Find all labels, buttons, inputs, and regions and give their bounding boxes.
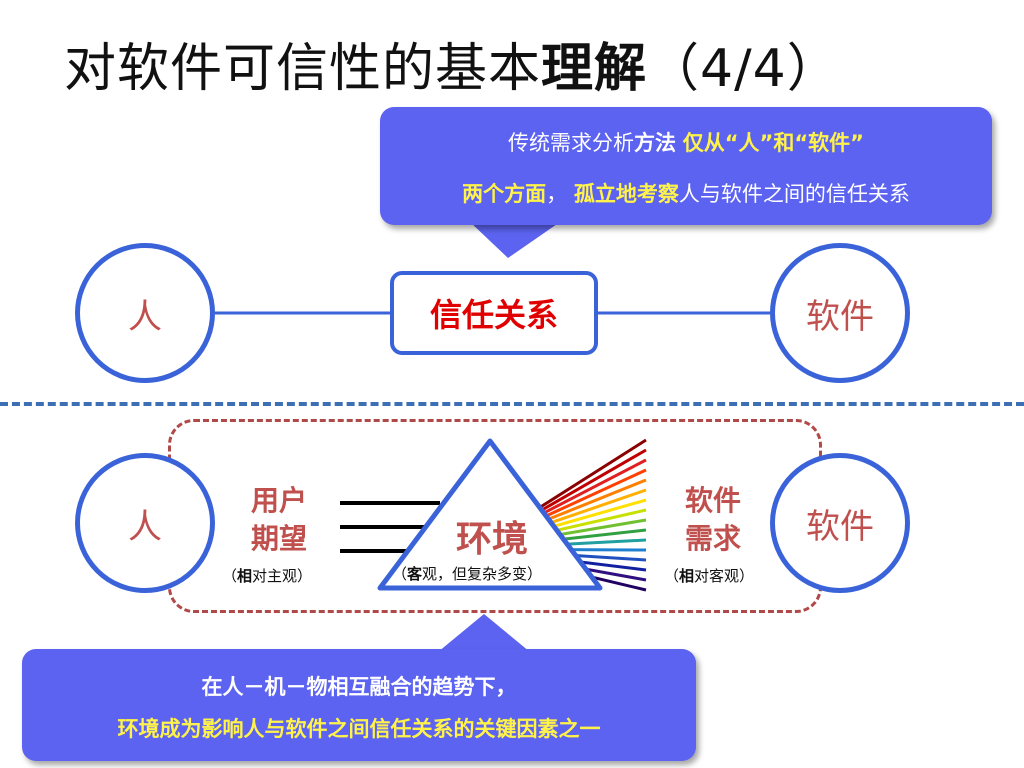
page-title: 对软件可信性的基本理解（4/4） xyxy=(64,26,840,101)
user-expectation-line2: 期望 xyxy=(250,522,307,555)
software-requirement-line1: 软件 xyxy=(684,484,741,517)
callout-top-two-aspects: 两个方面 xyxy=(462,182,547,206)
callout-bottom-key-factor: 间信任关系的关键因素之一 xyxy=(348,717,601,741)
soft-note-bold: 相 xyxy=(679,567,695,585)
callout-bottom-env: 环境成为影响 xyxy=(117,717,244,741)
soft-note-open: （ xyxy=(664,567,680,585)
software-label-top: 软件 xyxy=(806,296,874,337)
soft-note-rest: 对客观） xyxy=(694,567,755,585)
user-note-open: （ xyxy=(222,567,238,585)
user-note-rest: 对主观） xyxy=(252,567,313,585)
callout-bottom-line2: 环境成为影响人与软件之间信任关系的关键因素之一 xyxy=(22,713,696,743)
env-note-open: （ xyxy=(392,565,408,583)
callout-top-isolated: 孤立地考察 xyxy=(573,182,679,206)
user-expectation-line1: 用户 xyxy=(250,484,307,517)
software-circle-top: 软件 xyxy=(770,243,910,383)
callout-top-comma: ， xyxy=(546,182,568,206)
callout-bottom-tail xyxy=(438,614,530,652)
software-label-bottom: 软件 xyxy=(806,506,874,547)
section-divider xyxy=(0,402,1024,406)
user-note-bold: 相 xyxy=(237,567,253,585)
callout-top-text: 传统需求分析 xyxy=(508,131,635,155)
title-main: 对软件可信性的基本 xyxy=(64,39,542,99)
callout-top-method: 方法 xyxy=(634,131,677,155)
environment-label: 环境 xyxy=(455,519,528,560)
software-requirement-line2: 需求 xyxy=(684,522,741,555)
software-requirement-label: 软件 需求 xyxy=(672,482,754,558)
trust-relation-box: 信任关系 xyxy=(390,271,598,355)
environment-note: （客观，但复杂多变） xyxy=(392,563,542,584)
callout-top-line1: 传统需求分析方法 仅从“人”和“软件” xyxy=(380,127,992,157)
callout-top-highlight: 仅从“人”和“软件” xyxy=(682,131,864,155)
env-note-bold: 客 xyxy=(407,565,423,583)
software-circle-bottom: 软件 xyxy=(770,453,910,593)
user-expectation-note: （相对主观） xyxy=(222,565,312,586)
callout-top-tail xyxy=(470,222,560,258)
person-label-top: 人 xyxy=(128,296,162,337)
person-label-bottom: 人 xyxy=(128,506,162,547)
software-requirement-note: （相对客观） xyxy=(664,565,754,586)
title-suffix: （4/4） xyxy=(647,39,840,99)
callout-bottom-line1: 在人－机－物相互融合的趋势下， xyxy=(201,675,517,699)
title-bold: 理解 xyxy=(541,39,648,99)
environment-prism xyxy=(377,438,603,591)
env-note-rest: 观，但复杂多变） xyxy=(422,565,543,583)
callout-top-line2: 两个方面， 孤立地考察人与软件之间的信任关系 xyxy=(380,178,992,208)
trust-relation-label: 信任关系 xyxy=(429,296,558,334)
person-circle-bottom: 人 xyxy=(75,453,215,593)
callout-bottom-human-software: 人与软件之 xyxy=(243,717,349,741)
person-circle-top: 人 xyxy=(75,243,215,383)
callout-traditional-analysis: 传统需求分析方法 仅从“人”和“软件” 两个方面， 孤立地考察人与软件之间的信任… xyxy=(380,107,992,225)
callout-environment-factor: 在人－机－物相互融合的趋势下， 环境成为影响人与软件之间信任关系的关键因素之一 xyxy=(22,649,696,761)
user-expectation-label: 用户 期望 xyxy=(238,482,320,558)
callout-top-relation: 人与软件之间的信任关系 xyxy=(678,182,910,206)
